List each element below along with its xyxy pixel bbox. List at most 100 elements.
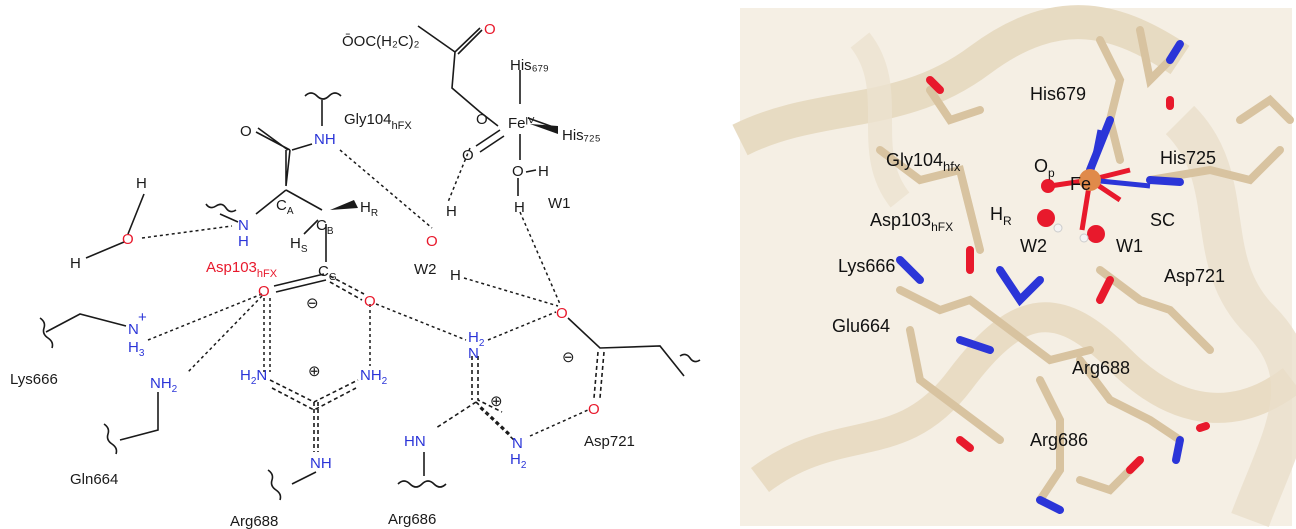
stick: [1146, 146, 1284, 185]
stick: [1076, 356, 1184, 444]
bond: [255, 189, 323, 215]
gly104-subscript: hFX: [392, 120, 413, 132]
stick: [1096, 276, 1114, 304]
hydrogen-bond: [447, 147, 471, 203]
bond: [303, 219, 327, 262]
gly104-3d-subscript: hfx: [943, 159, 961, 174]
bond: [517, 169, 537, 196]
his679-label: His₆₇₉: [510, 57, 549, 74]
schematic-panel: ŌOC(H₂C)₂ O O His₆₇₉ Feᴵⱽ His₇₂₅ O O H H…: [10, 21, 701, 529]
gly104-3d-name: Gly104: [886, 150, 943, 170]
stick: [1236, 94, 1294, 124]
hs-atom: H: [290, 235, 301, 252]
hr-3d-atom: H: [990, 204, 1003, 224]
stick: [876, 146, 984, 254]
nh-atom: N: [238, 217, 249, 234]
stick: [1076, 466, 1134, 495]
his725-label: His₇₂₅: [562, 127, 601, 144]
asp103-3d-subscript: hFX: [931, 220, 953, 234]
wavy-bond: [679, 353, 701, 363]
stick: [1146, 176, 1184, 186]
arg686-label: Arg686: [388, 511, 436, 528]
bond: [291, 143, 313, 151]
bond: [313, 402, 319, 452]
oxygen-atom: O: [122, 231, 134, 248]
oxygen-atom: O: [462, 147, 474, 164]
his679-3d-label: His679: [1030, 84, 1086, 104]
hydrogen-bond: [339, 149, 433, 229]
hydrogen-atom: H: [450, 267, 461, 284]
lys666-h3: H3: [128, 339, 145, 359]
w1-3d-label: W1: [1116, 236, 1143, 256]
arg686-3d-label: Arg686: [1030, 430, 1088, 450]
arg688-3d-label: Arg688: [1072, 358, 1130, 378]
w1-label: W1: [548, 195, 571, 212]
minus-charge: ⊖: [562, 349, 575, 366]
bond: [273, 273, 327, 293]
stick: [1166, 40, 1184, 64]
lys666-label: Lys666: [10, 371, 58, 388]
arg688-nh-subscript: 2: [382, 376, 388, 387]
asp103-subscript: hFX: [257, 268, 278, 280]
bond: [291, 471, 317, 485]
protein-ribbon: [751, 302, 1296, 493]
hr-label: HR: [360, 199, 378, 219]
w2-oxygen: [1037, 209, 1055, 227]
protein-ribbon: [850, 32, 910, 208]
hs-subscript: S: [301, 244, 308, 255]
oxygen-sticks: [926, 76, 1210, 474]
cb-label: CB: [316, 217, 334, 237]
stick: [1172, 436, 1184, 464]
hydrogen-bond: [263, 298, 271, 372]
gly104-label: Gly104hFX: [344, 111, 412, 132]
stick: [996, 266, 1044, 307]
bond: [119, 392, 159, 441]
oxygen-atom: O: [426, 233, 438, 250]
stick: [1126, 456, 1144, 474]
hydrogen-atom: H: [136, 175, 147, 192]
arg686-h2: H2: [468, 329, 485, 349]
structure-panel: His679 Gly104hfx Op Fe His725 Asp103hFX …: [732, 5, 1296, 528]
asp103-3d-name: Asp103: [870, 210, 931, 230]
hydrogen-atom: H: [514, 199, 525, 216]
w2-3d-label: W2: [1020, 236, 1047, 256]
fe-label: Feᴵⱽ: [508, 115, 535, 132]
arg686-n: N: [468, 345, 479, 362]
stick: [1036, 376, 1064, 504]
ca-atom: C: [276, 197, 287, 214]
wavy-bond: [39, 317, 54, 349]
arg688-h2n-subscript: 2: [251, 376, 257, 387]
bond: [593, 351, 605, 399]
arg688-h2n-n: N: [256, 367, 267, 384]
arg688-nh: NH: [360, 367, 382, 384]
op-atom: [1041, 179, 1055, 193]
hr-subscript: R: [371, 208, 378, 219]
w1-oxygen: [1087, 225, 1105, 243]
stick: [1196, 422, 1210, 432]
hydrogen-atom: H: [538, 163, 549, 180]
stick: [926, 86, 984, 125]
hydrogen-bond: [141, 225, 233, 239]
stick: [926, 76, 944, 94]
bond: [45, 313, 127, 333]
oxygen-atom: O: [364, 293, 376, 310]
hr-3d-subscript: R: [1003, 214, 1012, 228]
lys666-nh3: N: [128, 321, 139, 338]
stick: [956, 336, 994, 354]
bond: [475, 129, 505, 153]
arg686-n2: N: [512, 435, 523, 452]
bond: [471, 356, 503, 413]
gln664-label: Gln664: [70, 471, 118, 488]
oxygen-atom: O: [258, 283, 270, 300]
asp721-label: Asp721: [584, 433, 635, 450]
arg688-h2n: H2N: [240, 367, 267, 387]
bond: [85, 193, 145, 259]
glu664-3d-label: Glu664: [832, 316, 890, 336]
bond: [329, 275, 365, 301]
succinate-label: ŌOC(H₂C)₂: [342, 33, 420, 50]
oxygen-atom: O: [240, 123, 252, 140]
stick: [1096, 36, 1125, 164]
hydrogen-atom: H: [238, 233, 249, 250]
arg686-h: H: [468, 329, 479, 346]
fe-atom: [1079, 169, 1101, 191]
